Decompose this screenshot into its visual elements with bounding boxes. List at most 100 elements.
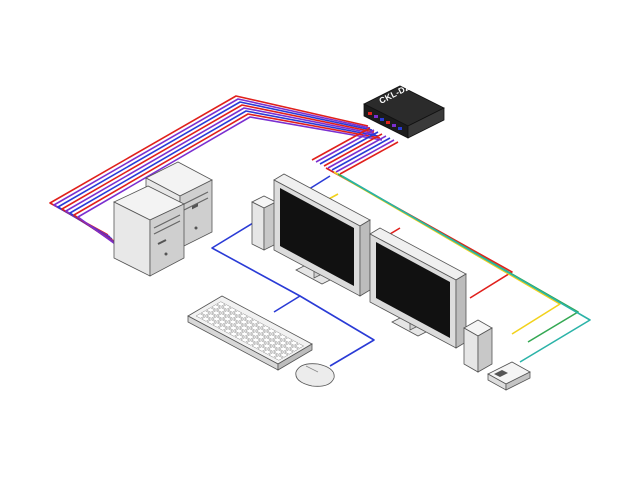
keyboard-key (228, 319, 238, 325)
keyboard-key (261, 325, 271, 331)
cable-keyboard (211, 175, 331, 313)
keyboard-key (222, 310, 232, 316)
keyboard-keys (195, 301, 305, 361)
keyboard-key (200, 310, 211, 316)
keyboard-key (256, 340, 267, 346)
keyboard-key (261, 337, 272, 343)
keyboard-key (206, 313, 216, 319)
keyboard-key (273, 349, 283, 355)
keyboard-key (222, 316, 233, 322)
keyboard-key (233, 316, 243, 322)
keyboard-key (283, 337, 293, 343)
keyboard-key (223, 322, 233, 328)
keyboard-key (255, 328, 266, 334)
keyboard-key (261, 331, 271, 337)
keyboard-key (211, 304, 221, 310)
keyboard (187, 295, 313, 371)
mouse (295, 363, 335, 387)
keyboard-key (283, 343, 294, 349)
keyboard-key (284, 349, 294, 355)
keyboard-key (229, 331, 239, 337)
keyboard-key (238, 313, 249, 319)
fanout-2 (315, 129, 375, 163)
keyboard-key (267, 334, 277, 340)
pc-cable-bundle (49, 95, 383, 250)
keyboard-key (211, 316, 222, 322)
monitor-1 (273, 173, 371, 297)
keyboard-key (262, 349, 273, 355)
keyboard-key (289, 340, 299, 346)
keyboard-key (262, 343, 272, 349)
keyboard-key (217, 313, 227, 319)
keyboard-key (272, 331, 282, 337)
keyboard-key (267, 340, 277, 346)
keyboard-key (257, 346, 267, 352)
switch-ports (368, 112, 402, 130)
keyboard-key (239, 319, 249, 325)
keyboard-key (201, 316, 211, 322)
keyboard-key (234, 334, 245, 340)
cable-pc-8 (77, 116, 383, 250)
monitor-2 (369, 227, 467, 349)
cable-usb-hub (341, 175, 591, 363)
keyboard-key (217, 319, 227, 325)
keyboard-key (239, 325, 249, 331)
keyboard-key (250, 325, 260, 331)
keyboard-key (234, 328, 244, 334)
keyboard-key (251, 343, 261, 349)
switch-port (374, 115, 378, 118)
switch-port (392, 124, 396, 127)
keyboard-key (240, 337, 250, 343)
keyboard-key (227, 313, 238, 319)
keyboard-key (216, 307, 227, 313)
keyboard-key (251, 337, 261, 343)
fanout-1 (311, 127, 371, 161)
keyboard-key (227, 307, 237, 313)
keyboard-key (233, 322, 244, 328)
keyboard-key (206, 319, 217, 325)
keyboard-key (249, 319, 260, 325)
keyboard-key (266, 328, 277, 334)
computer-1 (113, 185, 185, 277)
keyboard-key (239, 331, 250, 337)
keyboard-key (223, 328, 233, 334)
keyboard-key (256, 334, 266, 340)
keyboard-key (250, 331, 261, 337)
switch-port (368, 112, 372, 115)
keyboard-key (216, 301, 226, 307)
keyboard-key (289, 346, 299, 352)
monitor-1-screen (280, 188, 354, 286)
keyboard-key (278, 346, 289, 352)
keyboard-key (244, 316, 254, 322)
fanout-4 (323, 133, 383, 167)
switch-port (380, 118, 384, 121)
keyboard-key (211, 310, 221, 316)
fanout-3 (319, 131, 379, 165)
keyboard-key (245, 328, 255, 334)
keyboard-key (267, 346, 278, 352)
switch-port (386, 121, 390, 124)
switch-port (398, 127, 402, 130)
keyboard-key (221, 304, 232, 310)
keyboard-key (273, 355, 284, 361)
keyboard-key (272, 337, 283, 343)
usb-hub (487, 361, 531, 391)
switch-console-fanout (311, 127, 399, 175)
keyboard-key (244, 322, 255, 328)
fanout-7 (335, 139, 395, 173)
keyboard-key (245, 334, 255, 340)
keyboard-key (278, 340, 288, 346)
keyboard-key (294, 343, 305, 349)
keyboard-key (273, 343, 283, 349)
speaker-left (251, 195, 277, 251)
speaker-right (463, 319, 493, 373)
fanout-5 (327, 135, 387, 169)
keyboard-key (195, 313, 205, 319)
keyboard-key (205, 307, 216, 313)
cable-mouse (299, 295, 375, 367)
keyboard-key (217, 325, 228, 331)
keyboard-key (212, 322, 222, 328)
kvm-switch: CKL-D202C (363, 74, 445, 139)
